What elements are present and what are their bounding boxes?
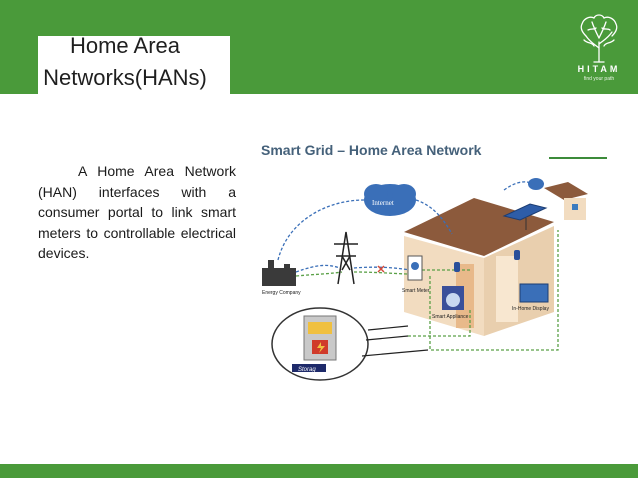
storage-label: Storag [298, 367, 316, 373]
smart-appliance-icon: Smart Appliance [432, 286, 469, 320]
slide-title: Home Area Networks(HANs) [43, 33, 207, 90]
smart-meter-label: Smart Meter [402, 288, 430, 294]
in-home-display-label: In-Home Display [512, 306, 549, 312]
smart-appliance-label: Smart Appliance [432, 314, 469, 320]
small-house-icon [544, 182, 588, 220]
smart-grid-diagram: Internet Energy Company Smart Meter [262, 178, 588, 381]
energy-company-label: Energy Company [262, 290, 301, 296]
house-icon [404, 198, 554, 336]
body-paragraph: A Home Area Network (HAN) interfaces wit… [38, 163, 236, 261]
disconnect-x-icon [377, 265, 385, 273]
diagram-title-rule [549, 157, 607, 159]
transmission-tower-icon [334, 231, 358, 285]
title-box [38, 36, 230, 98]
diagram-title: Smart Grid – Home Area Network [261, 142, 482, 158]
hitam-logo-icon [580, 14, 618, 63]
storage-battery-icon: Storag [271, 307, 369, 381]
small-cloud-icon [528, 178, 544, 190]
smart-meter-icon: Smart Meter [402, 255, 430, 294]
bluetooth-icon [454, 250, 520, 272]
internet-cloud-icon: Internet [364, 184, 416, 216]
solar-panel-icon [502, 203, 548, 230]
footer-band [0, 464, 638, 478]
internet-label: Internet [372, 199, 394, 207]
logo-wordmark: HITAM [577, 64, 621, 74]
energy-company-icon: Energy Company [262, 260, 301, 296]
in-home-display-icon: In-Home Display [512, 283, 549, 312]
logo-tagline: find your path [583, 76, 615, 82]
